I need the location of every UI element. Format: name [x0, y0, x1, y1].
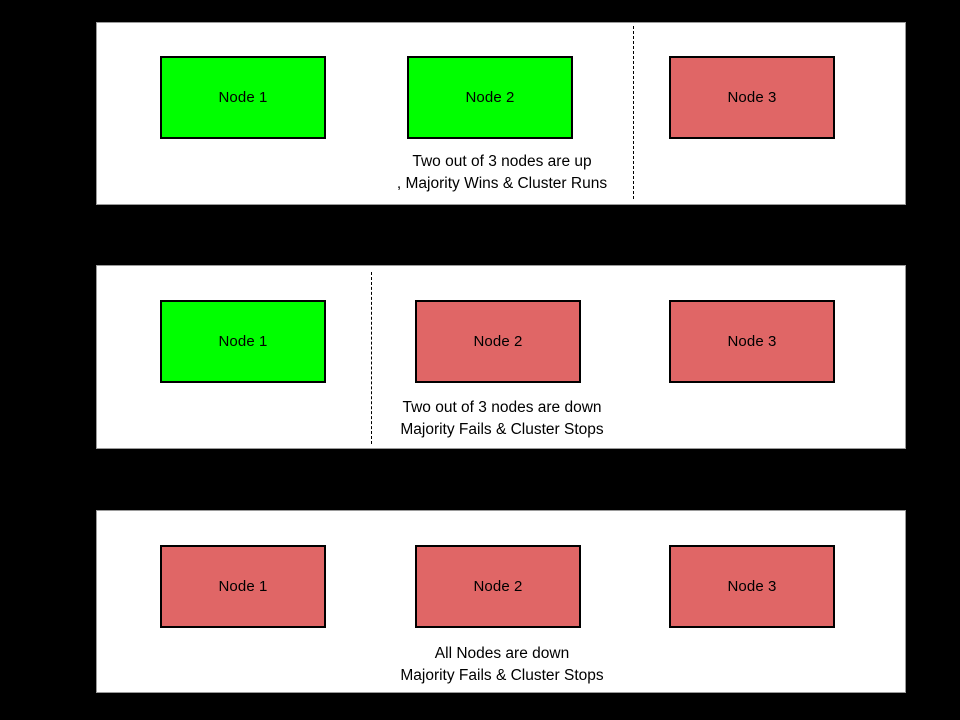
scenario-panel-2: Node 1 Node 2 Node 3 Two out of 3 nodes …: [96, 265, 906, 449]
node-box-3-3[interactable]: Node 3: [669, 545, 835, 628]
node-box-1-1[interactable]: Node 1: [160, 56, 326, 139]
scenario-panel-1: Node 1 Node 2 Node 3 Two out of 3 nodes …: [96, 22, 906, 205]
node-label: Node 3: [727, 578, 777, 595]
node-label: Node 1: [218, 89, 268, 106]
node-box-3-2[interactable]: Node 2: [415, 545, 581, 628]
scenario-caption-3: All Nodes are down Majority Fails & Clus…: [97, 643, 907, 687]
node-box-2-3[interactable]: Node 3: [669, 300, 835, 383]
node-label: Node 1: [218, 578, 268, 595]
caption-line-1: All Nodes are down: [434, 645, 570, 662]
node-label: Node 1: [218, 333, 268, 350]
quorum-divider-1: [633, 26, 634, 199]
node-label: Node 3: [727, 333, 777, 350]
node-box-1-3[interactable]: Node 3: [669, 56, 835, 139]
node-box-2-1[interactable]: Node 1: [160, 300, 326, 383]
caption-line-2: Majority Fails & Cluster Stops: [400, 421, 604, 438]
node-box-3-1[interactable]: Node 1: [160, 545, 326, 628]
scenario-caption-1: Two out of 3 nodes are up , Majority Win…: [97, 151, 907, 195]
node-label: Node 3: [727, 89, 777, 106]
caption-line-1: Two out of 3 nodes are down: [402, 399, 602, 416]
node-box-2-2[interactable]: Node 2: [415, 300, 581, 383]
node-label: Node 2: [473, 578, 523, 595]
scenario-caption-2: Two out of 3 nodes are down Majority Fai…: [97, 397, 907, 441]
quorum-divider-2: [371, 272, 372, 444]
caption-line-2: Majority Fails & Cluster Stops: [400, 667, 604, 684]
scenario-panel-3: Node 1 Node 2 Node 3 All Nodes are down …: [96, 510, 906, 693]
caption-line-1: Two out of 3 nodes are up: [412, 153, 592, 170]
caption-line-2: , Majority Wins & Cluster Runs: [396, 175, 608, 192]
node-box-1-2[interactable]: Node 2: [407, 56, 573, 139]
node-label: Node 2: [465, 89, 515, 106]
node-label: Node 2: [473, 333, 523, 350]
